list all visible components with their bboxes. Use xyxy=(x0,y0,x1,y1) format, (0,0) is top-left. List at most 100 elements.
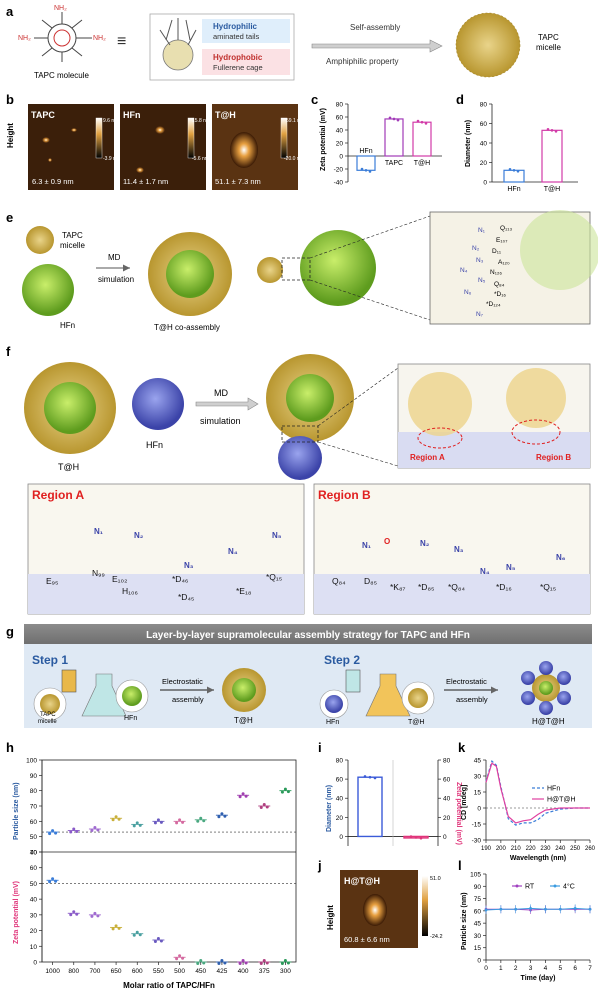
f-th-icon xyxy=(24,362,116,454)
f-b-r6: *Q₁₅ xyxy=(540,582,556,592)
h-top-pt-c-9 xyxy=(244,794,248,798)
h-top-ytick-label-6: 100 xyxy=(26,758,37,765)
l-ytick-label-0: 0 xyxy=(477,958,481,965)
c-point-0-2 xyxy=(368,170,372,173)
d-point-0-1 xyxy=(512,169,516,172)
h-bot-pt-c-10 xyxy=(265,961,269,965)
h-bot-pt-a-4 xyxy=(132,933,136,937)
e-res-10: Q₈₄ xyxy=(494,281,505,288)
h-top-pt-c-8 xyxy=(223,814,227,818)
h-bot-ytick-label-5: 50 xyxy=(30,881,38,888)
h-top-pt-c-11 xyxy=(286,790,290,794)
d-cat-label-1: T@H xyxy=(544,186,560,193)
c-ytick-label-2: 0 xyxy=(339,154,343,161)
c-ylabel: Zeta potential (mV) xyxy=(320,108,327,171)
f-a-n4: N₄ xyxy=(228,547,238,556)
h-xlabel: Molar ratio of TAPC/HFn xyxy=(123,981,215,990)
l-xlabel: Time (day) xyxy=(521,975,556,982)
h-top-pt-b-5 xyxy=(156,818,160,822)
i-ylabel-left: Diameter (nm) xyxy=(326,785,333,832)
g-banner xyxy=(24,624,592,644)
nh2-label-top: NH₂ xyxy=(54,5,67,12)
f-a-r6: *E₁₈ xyxy=(236,586,252,596)
c-ytick-label-1: -20 xyxy=(334,167,344,174)
panel-letter-k: k xyxy=(458,740,466,755)
e-hfn-cage-icon xyxy=(22,264,74,316)
h-bot-ytick-label-4: 40 xyxy=(30,897,38,904)
c-bar-TAPC xyxy=(384,118,404,157)
l-xtick-label-7: 7 xyxy=(588,965,592,972)
l-ytick-label-5: 75 xyxy=(474,896,482,903)
l-series-4°C xyxy=(485,907,591,911)
f-region-a-title: Region A xyxy=(32,488,85,502)
h-bot-pt-b-6 xyxy=(178,954,182,958)
f-region-b-residue-labels: Q₈₄ D₈₅ *K₈₇ *D₈₅ *Q₈₄ *D₁₆ *Q₁₅ xyxy=(332,576,556,592)
f-inset-cluster-a xyxy=(408,372,472,436)
d-ytick-label-1: 20 xyxy=(480,160,488,167)
e-hfn-label: HFn xyxy=(60,321,75,330)
l-xtick-label-3: 3 xyxy=(529,965,533,972)
c-point-2-0 xyxy=(416,119,420,123)
h-xtick-label-2: 700 xyxy=(89,968,100,975)
h-top-ytick-label-4: 80 xyxy=(30,788,38,795)
h-xtick-label-9: 400 xyxy=(238,968,249,975)
afm-value-tapc: 6.3 ± 0.9 nm xyxy=(32,177,74,186)
c-bar-T@H xyxy=(412,121,432,157)
g-banner-text: Layer-by-layer supramolecular assembly s… xyxy=(146,630,470,641)
f-region-a-residue-labels: E₉₅ N₉₉ E₁₀₂ H₁₀₆ *D₄₆ *D₄₅ *E₁₈ *Q₁₅ xyxy=(46,568,282,602)
h-bot-pt-b-8 xyxy=(220,959,224,962)
h-top-pt-c-3 xyxy=(117,817,121,821)
h-bot-pt-b-7 xyxy=(199,959,203,962)
h-xtick-label-3: 650 xyxy=(111,968,122,975)
h-bot-pt-a-1 xyxy=(69,913,73,917)
g-step2-illustration xyxy=(319,669,435,719)
h-bot-pt-a-11 xyxy=(280,962,284,965)
k-ytick-label-5: 45 xyxy=(474,758,482,765)
i-left-ytick-label-0: 0 xyxy=(339,834,343,841)
h-bot-pt-c-3 xyxy=(117,926,121,930)
e-res-12: *D₁₆ xyxy=(494,291,506,298)
h-bot-pt-b-3 xyxy=(114,924,118,928)
g-step1-arrow-label-2: assembly xyxy=(172,695,204,704)
f-inset-protein-bg xyxy=(398,432,590,468)
f-region-a-ellipse xyxy=(417,427,463,449)
k-xtick-label-1: 200 xyxy=(496,846,507,852)
h-bot-pt-a-8 xyxy=(217,962,221,965)
h-bot-ytick-label-0: 0 xyxy=(33,960,37,967)
j-afm-title: H@T@H xyxy=(344,876,380,886)
h-bot-pt-a-6 xyxy=(175,957,179,961)
afm-title-th: T@H xyxy=(215,110,236,120)
afm-value-hfn: 11.4 ± 1.7 nm xyxy=(123,177,168,186)
h-top-pt-a-4 xyxy=(132,824,136,828)
l-xtick-label-2: 2 xyxy=(514,965,518,972)
i-left-ytick-label-3: 60 xyxy=(336,777,344,784)
l-ytick-label-6: 90 xyxy=(474,884,482,891)
tapc-molecule-label: TAPC molecule xyxy=(34,71,90,80)
f-inset-cluster-b xyxy=(506,368,566,428)
panel-g: g Layer-by-layer supramolecular assembly… xyxy=(6,624,592,728)
h-top-pt-a-1 xyxy=(69,830,73,834)
h-bot-pt-b-5 xyxy=(156,937,160,940)
f-region-b-title: Region B xyxy=(318,488,371,502)
h-top-ytick-label-1: 50 xyxy=(30,834,38,841)
h-top-pt-c-5 xyxy=(159,820,163,824)
afm-title-hfn: HFn xyxy=(123,110,141,120)
k-ylabel: CD [mdeg] xyxy=(461,785,468,820)
h-top-pt-b-11 xyxy=(283,787,287,791)
i-right-ytick-label-3: 60 xyxy=(443,777,451,784)
l-xtick-label-0: 0 xyxy=(484,965,488,972)
h-top-pt-c-6 xyxy=(181,820,185,824)
f-complex-icon xyxy=(266,354,354,480)
h-top-pt-c-7 xyxy=(202,819,206,823)
e-zoom-line-bottom xyxy=(309,279,431,321)
e-res-4: D₁₁ xyxy=(492,248,502,255)
panel-letter-e: e xyxy=(6,210,13,225)
j-colorbar xyxy=(422,876,428,936)
d-ytick-label-0: 0 xyxy=(483,180,487,187)
b-height-label: Height xyxy=(6,123,15,148)
g-step1-label: Step 1 xyxy=(32,653,68,667)
h-top-ylabel: Particle size (nm) xyxy=(13,782,20,840)
f-zoom-box xyxy=(281,425,319,443)
h-bot-ytick-label-7: 70 xyxy=(30,850,38,857)
